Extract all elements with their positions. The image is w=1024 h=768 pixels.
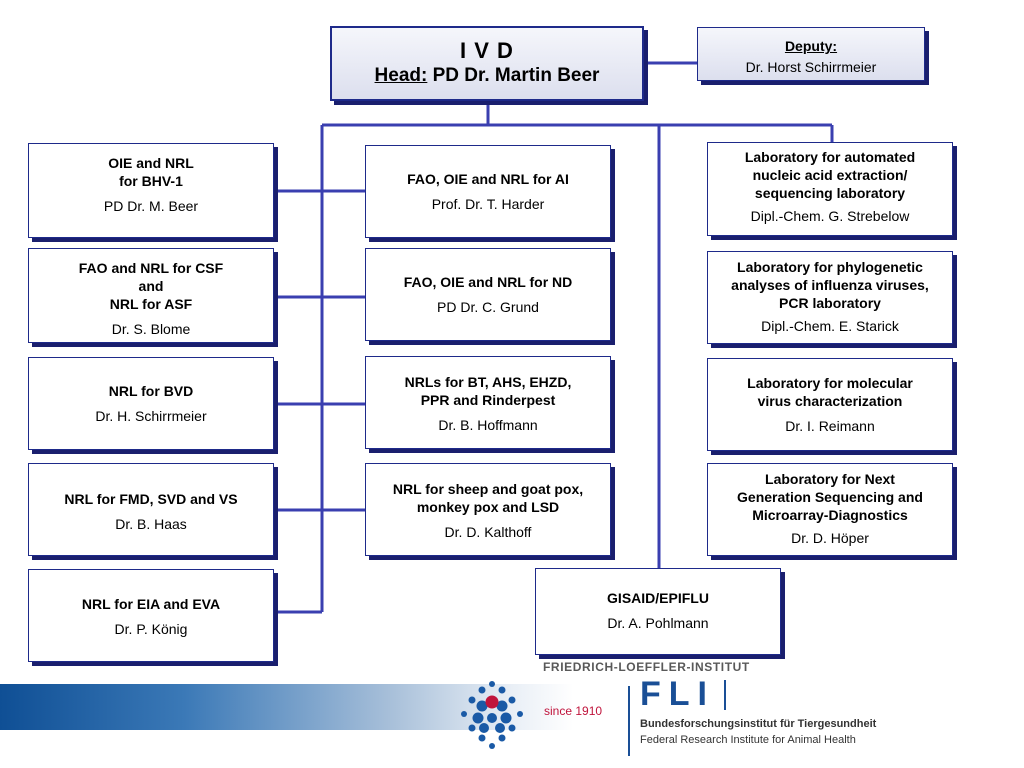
box-title: NRL for FMD, SVD and VS (64, 490, 237, 508)
ivd-title: I V D (460, 38, 514, 63)
box-person: Dr. A. Pohlmann (607, 615, 709, 631)
box-phylogenetic: Laboratory for phylogenetic analyses of … (707, 251, 953, 344)
ivd-head-box: I V D Head: PD Dr. Martin Beer (330, 26, 644, 101)
title-line: PCR laboratory (779, 295, 881, 311)
deputy-box: Deputy: Dr. Horst Schirrmeier (697, 27, 925, 81)
title-line: Laboratory for molecular (747, 375, 913, 391)
institute-name-german: Bundesforschungsinstitut für Tiergesundh… (640, 718, 877, 730)
box-person: Dr. S. Blome (111, 321, 191, 337)
title-line: NRL for EIA and EVA (81, 596, 221, 612)
box-person: Prof. Dr. T. Harder (431, 196, 545, 212)
box-person: Dr. B. Hoffmann (438, 417, 538, 433)
box-person: Dr. B. Haas (115, 516, 187, 532)
box-molecular: Laboratory for molecular virus character… (707, 358, 953, 451)
deputy-name: Dr. Horst Schirrmeier (745, 59, 877, 75)
title-line: nucleic acid extraction/ (752, 167, 908, 183)
box-title: Laboratory for phylogenetic analyses of … (731, 258, 929, 312)
box-pox: NRL for sheep and goat pox, monkey pox a… (365, 463, 611, 556)
box-ai: FAO, OIE and NRL for AI Prof. Dr. T. Har… (365, 145, 611, 238)
box-title: NRL for EIA and EVA (82, 595, 220, 613)
box-title: Laboratory for Next Generation Sequencin… (737, 470, 923, 524)
fli-abbreviation: FLI (640, 675, 715, 713)
box-person: Dr. P. König (114, 621, 188, 637)
box-person: Dr. D. Höper (791, 530, 869, 546)
box-title: NRLs for BT, AHS, EHZD, PPR and Rinderpe… (405, 373, 572, 409)
box-bhv1: OIE and NRL for BHV-1 PD Dr. M. Beer (28, 143, 274, 238)
title-line: monkey pox and LSD (416, 499, 560, 515)
box-title: NRL for sheep and goat pox, monkey pox a… (393, 480, 583, 516)
title-line: for BHV-1 (119, 173, 183, 189)
deputy-label: Deputy: (784, 38, 838, 54)
title-line: analyses of influenza viruses, (731, 277, 929, 293)
box-title: GISAID/EPIFLU (607, 589, 709, 607)
box-eia: NRL for EIA and EVA Dr. P. König (28, 569, 274, 662)
box-title: Laboratory for molecular virus character… (747, 374, 913, 410)
title-line: NRL for ASF (109, 296, 193, 312)
box-title: FAO and NRL for CSF and NRL for ASF (79, 259, 223, 313)
divider (724, 680, 726, 710)
title-line: OIE and NRL (108, 155, 194, 171)
title-line: GISAID/EPIFLU (607, 590, 709, 606)
title-line: Laboratory for automated (744, 149, 916, 165)
fli-dots-logo-icon (461, 681, 523, 749)
box-person: Dipl.-Chem. E. Starick (761, 318, 899, 334)
box-nucleic-acid: Laboratory for automated nucleic acid ex… (707, 142, 953, 236)
box-title: FAO, OIE and NRL for AI (407, 170, 569, 188)
box-person: Dr. H. Schirrmeier (95, 408, 207, 424)
title-line: NRL for sheep and goat pox, (392, 481, 584, 497)
title-line: FAO, OIE and NRL for AI (407, 171, 569, 187)
box-title: OIE and NRL for BHV-1 (108, 154, 194, 190)
box-person: Dr. D. Kalthoff (444, 524, 532, 540)
box-person: PD Dr. M. Beer (103, 198, 199, 214)
head-label: Head: (374, 65, 428, 86)
title-line: PPR and Rinderpest (420, 392, 556, 408)
institute-name-english: Federal Research Institute for Animal He… (640, 734, 856, 746)
box-ngs: Laboratory for Next Generation Sequencin… (707, 463, 953, 556)
title-line: FAO and NRL for CSF (78, 260, 224, 276)
box-title: FAO, OIE and NRL for ND (404, 273, 573, 291)
head-line: Head: PD Dr. Martin Beer (332, 64, 642, 88)
footer-band (0, 684, 1024, 730)
institute-name: FRIEDRICH-LOEFFLER-INSTITUT (543, 660, 750, 674)
box-title: NRL for BVD (109, 382, 194, 400)
title-line: FAO, OIE and NRL for ND (403, 274, 573, 290)
title-line: virus characterization (757, 393, 903, 409)
box-nd: FAO, OIE and NRL for ND PD Dr. C. Grund (365, 248, 611, 341)
box-person: Dipl.-Chem. G. Strebelow (750, 208, 910, 224)
box-person: PD Dr. C. Grund (437, 299, 539, 315)
title-line: Generation Sequencing and (737, 489, 923, 505)
title-line: Laboratory for Next (765, 471, 895, 487)
box-title: Laboratory for automated nucleic acid ex… (745, 148, 915, 202)
title-line: NRLs for BT, AHS, EHZD, (404, 374, 572, 390)
divider (628, 686, 630, 756)
head-name: PD Dr. Martin Beer (432, 65, 600, 86)
since-label: since 1910 (544, 704, 603, 718)
title-line: sequencing laboratory (754, 185, 906, 201)
title-line: NRL for FMD, SVD and VS (64, 491, 238, 507)
box-person: Dr. I. Reimann (785, 418, 875, 434)
box-bvd: NRL for BVD Dr. H. Schirrmeier (28, 357, 274, 450)
title-line: and (138, 278, 164, 294)
title-line: NRL for BVD (108, 383, 194, 399)
box-bt-ahs: NRLs for BT, AHS, EHZD, PPR and Rinderpe… (365, 356, 611, 449)
box-fmd: NRL for FMD, SVD and VS Dr. B. Haas (28, 463, 274, 556)
box-gisaid: GISAID/EPIFLU Dr. A. Pohlmann (535, 568, 781, 655)
box-csf-asf: FAO and NRL for CSF and NRL for ASF Dr. … (28, 248, 274, 343)
title-line: Microarray-Diagnostics (752, 507, 908, 523)
title-line: Laboratory for phylogenetic (737, 259, 923, 275)
